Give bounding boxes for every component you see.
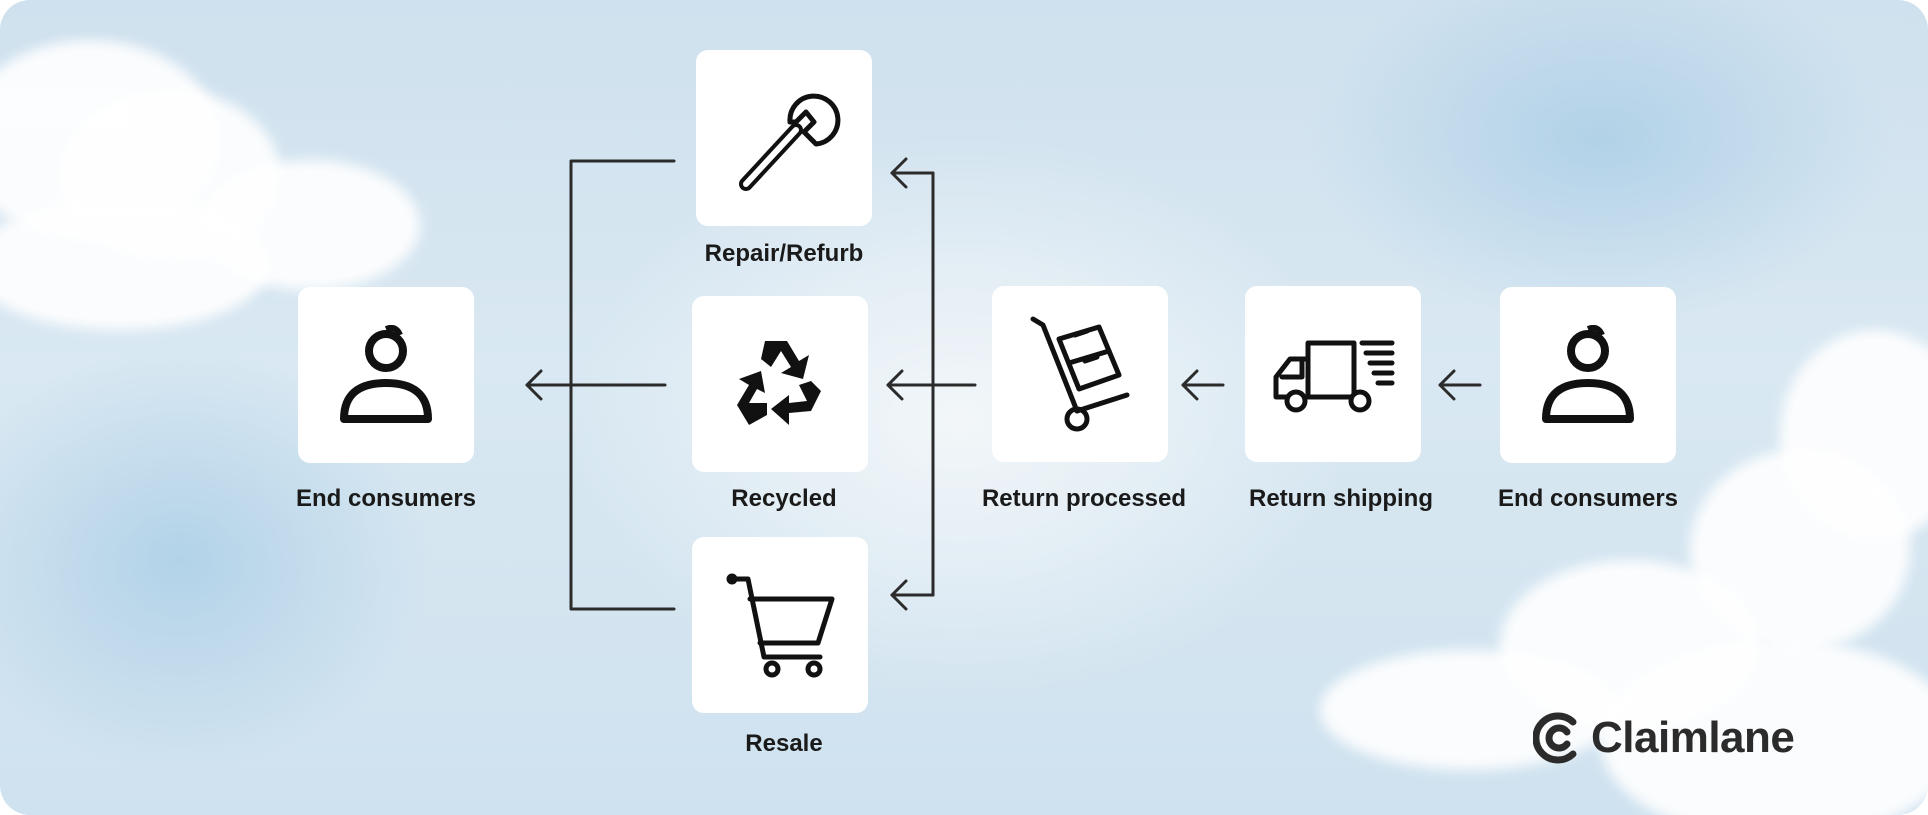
label-end-consumers-right: End consumers bbox=[1497, 485, 1679, 512]
label-recycled: Recycled bbox=[731, 485, 837, 512]
node-end-consumers-left bbox=[298, 287, 474, 463]
person-icon bbox=[1542, 325, 1634, 423]
node-recycled bbox=[692, 296, 868, 472]
person-icon bbox=[340, 325, 432, 423]
brand-name: Claimlane bbox=[1591, 713, 1795, 762]
node-return-shipping bbox=[1245, 286, 1421, 462]
arrowhead-icon bbox=[890, 157, 908, 189]
arrowhead-icon bbox=[890, 579, 908, 611]
brand-logo: Claimlane bbox=[1533, 710, 1795, 766]
arrowhead-icon bbox=[525, 369, 543, 401]
wrench-icon bbox=[739, 93, 841, 191]
label-repair-refurb: Repair/Refurb bbox=[704, 240, 864, 267]
claimlane-logo-icon bbox=[1533, 712, 1577, 764]
cloud-right bbox=[1600, 640, 1928, 815]
node-end-consumers-right bbox=[1500, 287, 1676, 463]
cloud-right bbox=[1320, 650, 1620, 770]
arrowhead-icon bbox=[1438, 369, 1456, 401]
arrowhead-icon bbox=[886, 369, 904, 401]
node-return-processed bbox=[992, 286, 1168, 462]
node-resale bbox=[692, 537, 868, 713]
delivery-truck-icon bbox=[1273, 340, 1395, 413]
node-repair-refurb bbox=[696, 50, 872, 226]
recycle-icon bbox=[737, 341, 821, 425]
label-return-shipping: Return shipping bbox=[1249, 485, 1433, 512]
label-resale: Resale bbox=[745, 730, 823, 757]
hand-truck-icon bbox=[1030, 316, 1130, 432]
arrowhead-icon bbox=[1181, 369, 1199, 401]
cloud-left bbox=[0, 200, 270, 330]
shopping-cart-icon bbox=[726, 573, 835, 678]
label-end-consumers-left: End consumers bbox=[295, 485, 477, 512]
label-return-processed: Return processed bbox=[981, 485, 1187, 512]
